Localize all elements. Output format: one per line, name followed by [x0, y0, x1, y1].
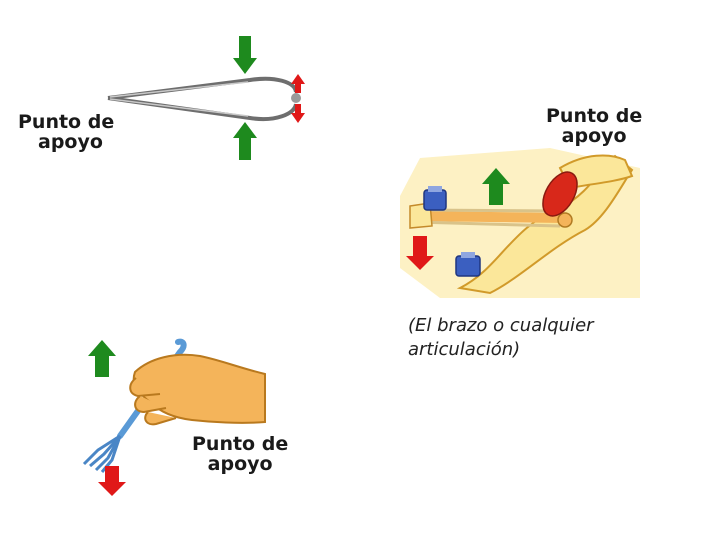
fork-resistance-arrow [98, 466, 126, 496]
arm-fulcrum-label-line2: apoyo [561, 125, 627, 147]
fork-fulcrum-label-line2: apoyo [207, 453, 273, 475]
biceps-muscle [542, 171, 578, 217]
fork-fulcrum-label: Punto de apoyo [192, 434, 288, 474]
arm-caption-line1: (El brazo o cualquier [408, 315, 594, 336]
arm-lever-icon [409, 154, 634, 295]
tweezers-fulcrum-label-line1: Punto de [18, 111, 115, 133]
tweezers-resistance-arrow-up [291, 74, 305, 93]
arm-fulcrum-label: Punto de apoyo [546, 106, 642, 146]
arm-resistance-arrow [406, 236, 434, 270]
weight-icon [423, 186, 447, 211]
tweezers-effort-arrow-bottom [233, 122, 257, 160]
arm-effort-arrow [482, 168, 510, 205]
fork-in-hand-icon [82, 338, 266, 473]
arm-fulcrum-label-line1: Punto de [546, 105, 643, 127]
arm-caption-line2: articulación) [408, 339, 521, 360]
tweezers-icon [107, 76, 301, 121]
tweezers-diagram [107, 36, 305, 160]
tweezers-resistance-arrow-down [291, 104, 305, 123]
arm-caption: (El brazo o cualquier articulación) [408, 314, 594, 362]
tweezers-fulcrum-label-line2: apoyo [38, 131, 103, 153]
arm-diagram [400, 148, 640, 298]
tweezers-effort-arrow-top [233, 36, 257, 74]
fork-diagram [82, 338, 266, 496]
tweezers-fulcrum-label: Punto de apoyo [18, 112, 114, 152]
weight-icon-lower [455, 252, 481, 277]
fork-fulcrum-label-line1: Punto de [192, 433, 289, 455]
fork-effort-arrow [88, 340, 116, 377]
